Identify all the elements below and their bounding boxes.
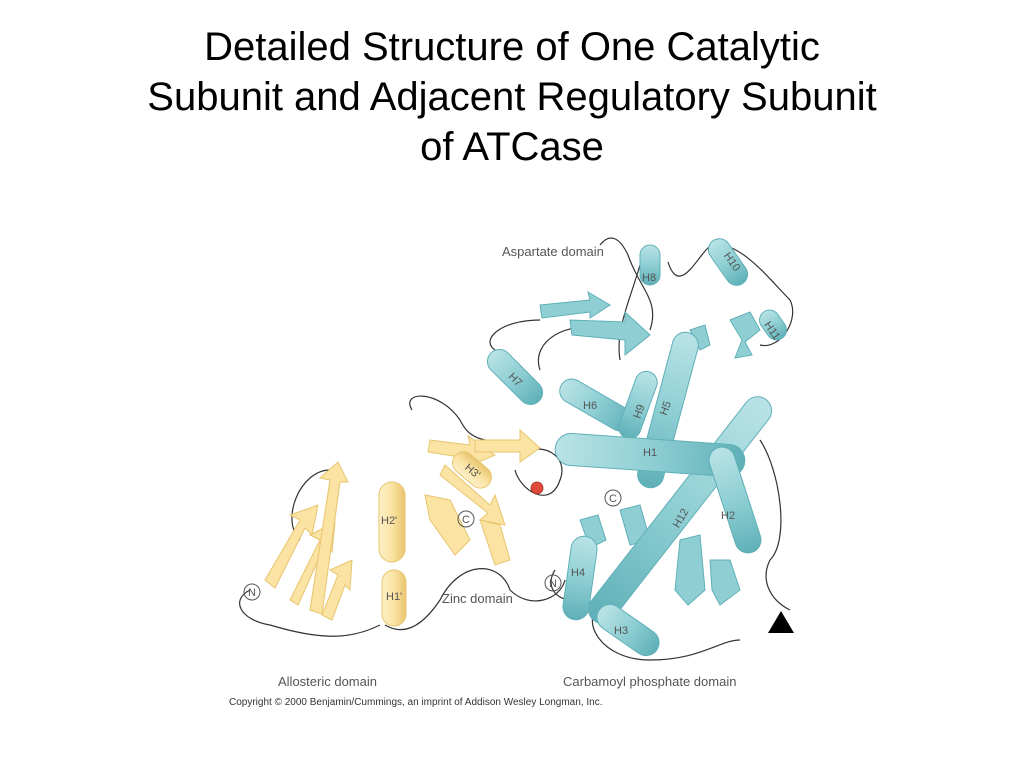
c-terminus-catalytic-label: C — [609, 493, 617, 505]
slide-title: Detailed Structure of One Catalytic Subu… — [40, 22, 984, 172]
label-h1-prime: H1' — [386, 591, 402, 603]
regulatory-beta-strands — [264, 428, 541, 621]
c-terminus-regulatory — [457, 510, 475, 528]
n-terminus-catalytic — [544, 574, 562, 592]
label-h4: H4 — [571, 567, 585, 579]
n-terminus-regulatory — [243, 583, 261, 601]
catalytic-beta-strands — [539, 290, 761, 606]
label-h2: H2 — [721, 510, 735, 522]
label-h9: H9 — [632, 403, 648, 420]
c-terminus-catalytic — [604, 489, 622, 507]
allosteric-domain-label: Allosteric domain — [278, 674, 377, 689]
zinc-domain-label: Zinc domain — [442, 591, 513, 606]
copyright-notice: Copyright © 2000 Benjamin/Cummings, an i… — [229, 697, 603, 708]
title-line-2: Subunit and Adjacent Regulatory Subunit — [147, 75, 877, 119]
label-h5: H5 — [658, 400, 674, 417]
label-h8: H8 — [642, 272, 656, 284]
title-line-1: Detailed Structure of One Catalytic — [204, 25, 820, 69]
n-terminus-regulatory-label: N — [248, 587, 256, 599]
title-line-3: of ATCase — [420, 125, 604, 169]
n-terminus-catalytic-label: N — [549, 578, 557, 590]
label-h3: H3 — [614, 625, 628, 637]
c-terminus-regulatory-label: C — [462, 514, 470, 526]
triangle-marker-icon — [768, 611, 794, 633]
regulatory-helices — [378, 451, 492, 627]
label-h6: H6 — [583, 400, 597, 412]
label-h2-prime: H2' — [381, 515, 397, 527]
aspartate-domain-label: Aspartate domain — [502, 244, 604, 259]
zinc-atom — [530, 481, 544, 495]
carbamoyl-phosphate-domain-label: Carbamoyl phosphate domain — [563, 674, 736, 689]
catalytic-helices — [486, 238, 787, 657]
termini-labels: N C C N — [248, 493, 617, 599]
termini-markers — [243, 489, 622, 601]
label-h1: H1 — [643, 447, 657, 459]
